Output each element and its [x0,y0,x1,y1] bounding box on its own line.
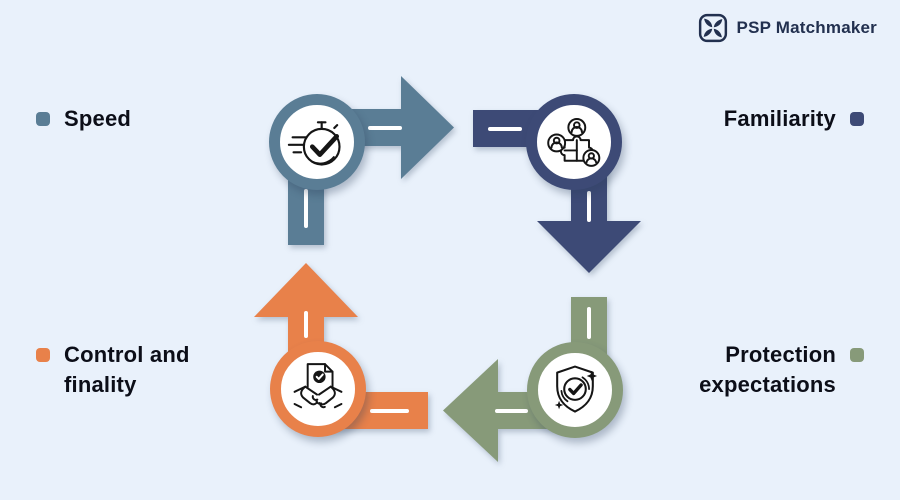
label-control: Control and finality [36,340,190,400]
handshake-contract-icon [293,363,343,409]
label-speed-text: Speed [64,106,132,131]
people-puzzle-icon [547,118,601,167]
connector-dash [304,311,308,338]
connector-dash [304,189,308,228]
control-bullet-icon [36,348,50,362]
label-protection-line1: Protection [725,342,836,367]
label-protection-text: Protection expectations [699,340,836,400]
shield-check-icon [554,365,598,413]
node-speed [269,94,365,190]
connector-dash [370,408,409,413]
label-protection: Protection expectations [699,340,864,400]
protection-bullet-icon [850,348,864,362]
connector-dash [488,126,522,131]
node-familiarity [526,94,622,190]
node-control [270,341,366,437]
pinwheel-icon [698,13,727,43]
label-familiarity-text: Familiarity [723,106,836,131]
connector-dash [368,125,402,130]
brand-logo: PSP Matchmaker [698,13,877,43]
stopwatch-check-icon [287,121,341,166]
speed-bullet-icon [36,112,50,126]
node-protection [527,342,623,438]
connector-dash [587,191,591,222]
brand-name: PSP Matchmaker [736,18,877,37]
label-familiarity: Familiarity [724,104,864,134]
connector-dash [587,307,591,339]
connector-dash [495,408,528,413]
label-control-text: Control and finality [64,340,190,400]
label-control-line2: finality [64,372,137,397]
familiarity-bullet-icon [850,112,864,126]
label-protection-line2: expectations [699,372,836,397]
label-speed: Speed [36,104,131,134]
label-control-line1: Control and [64,342,190,367]
